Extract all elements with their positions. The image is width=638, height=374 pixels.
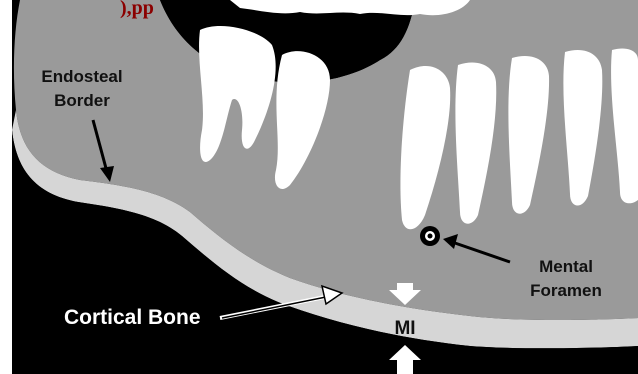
mental-foramen-core: [428, 234, 433, 239]
mi-label: MI: [394, 318, 415, 339]
endosteal-label-line1: Endosteal: [41, 67, 122, 86]
endosteal-label-line2: Border: [54, 91, 110, 110]
mental-label-line1: Mental: [539, 257, 593, 276]
left-margin: [0, 0, 12, 374]
mental-label-line2: Foramen: [530, 281, 602, 300]
cortical-bone-label: Cortical Bone: [64, 306, 201, 329]
top-text-fragment: ),pp: [120, 0, 154, 19]
